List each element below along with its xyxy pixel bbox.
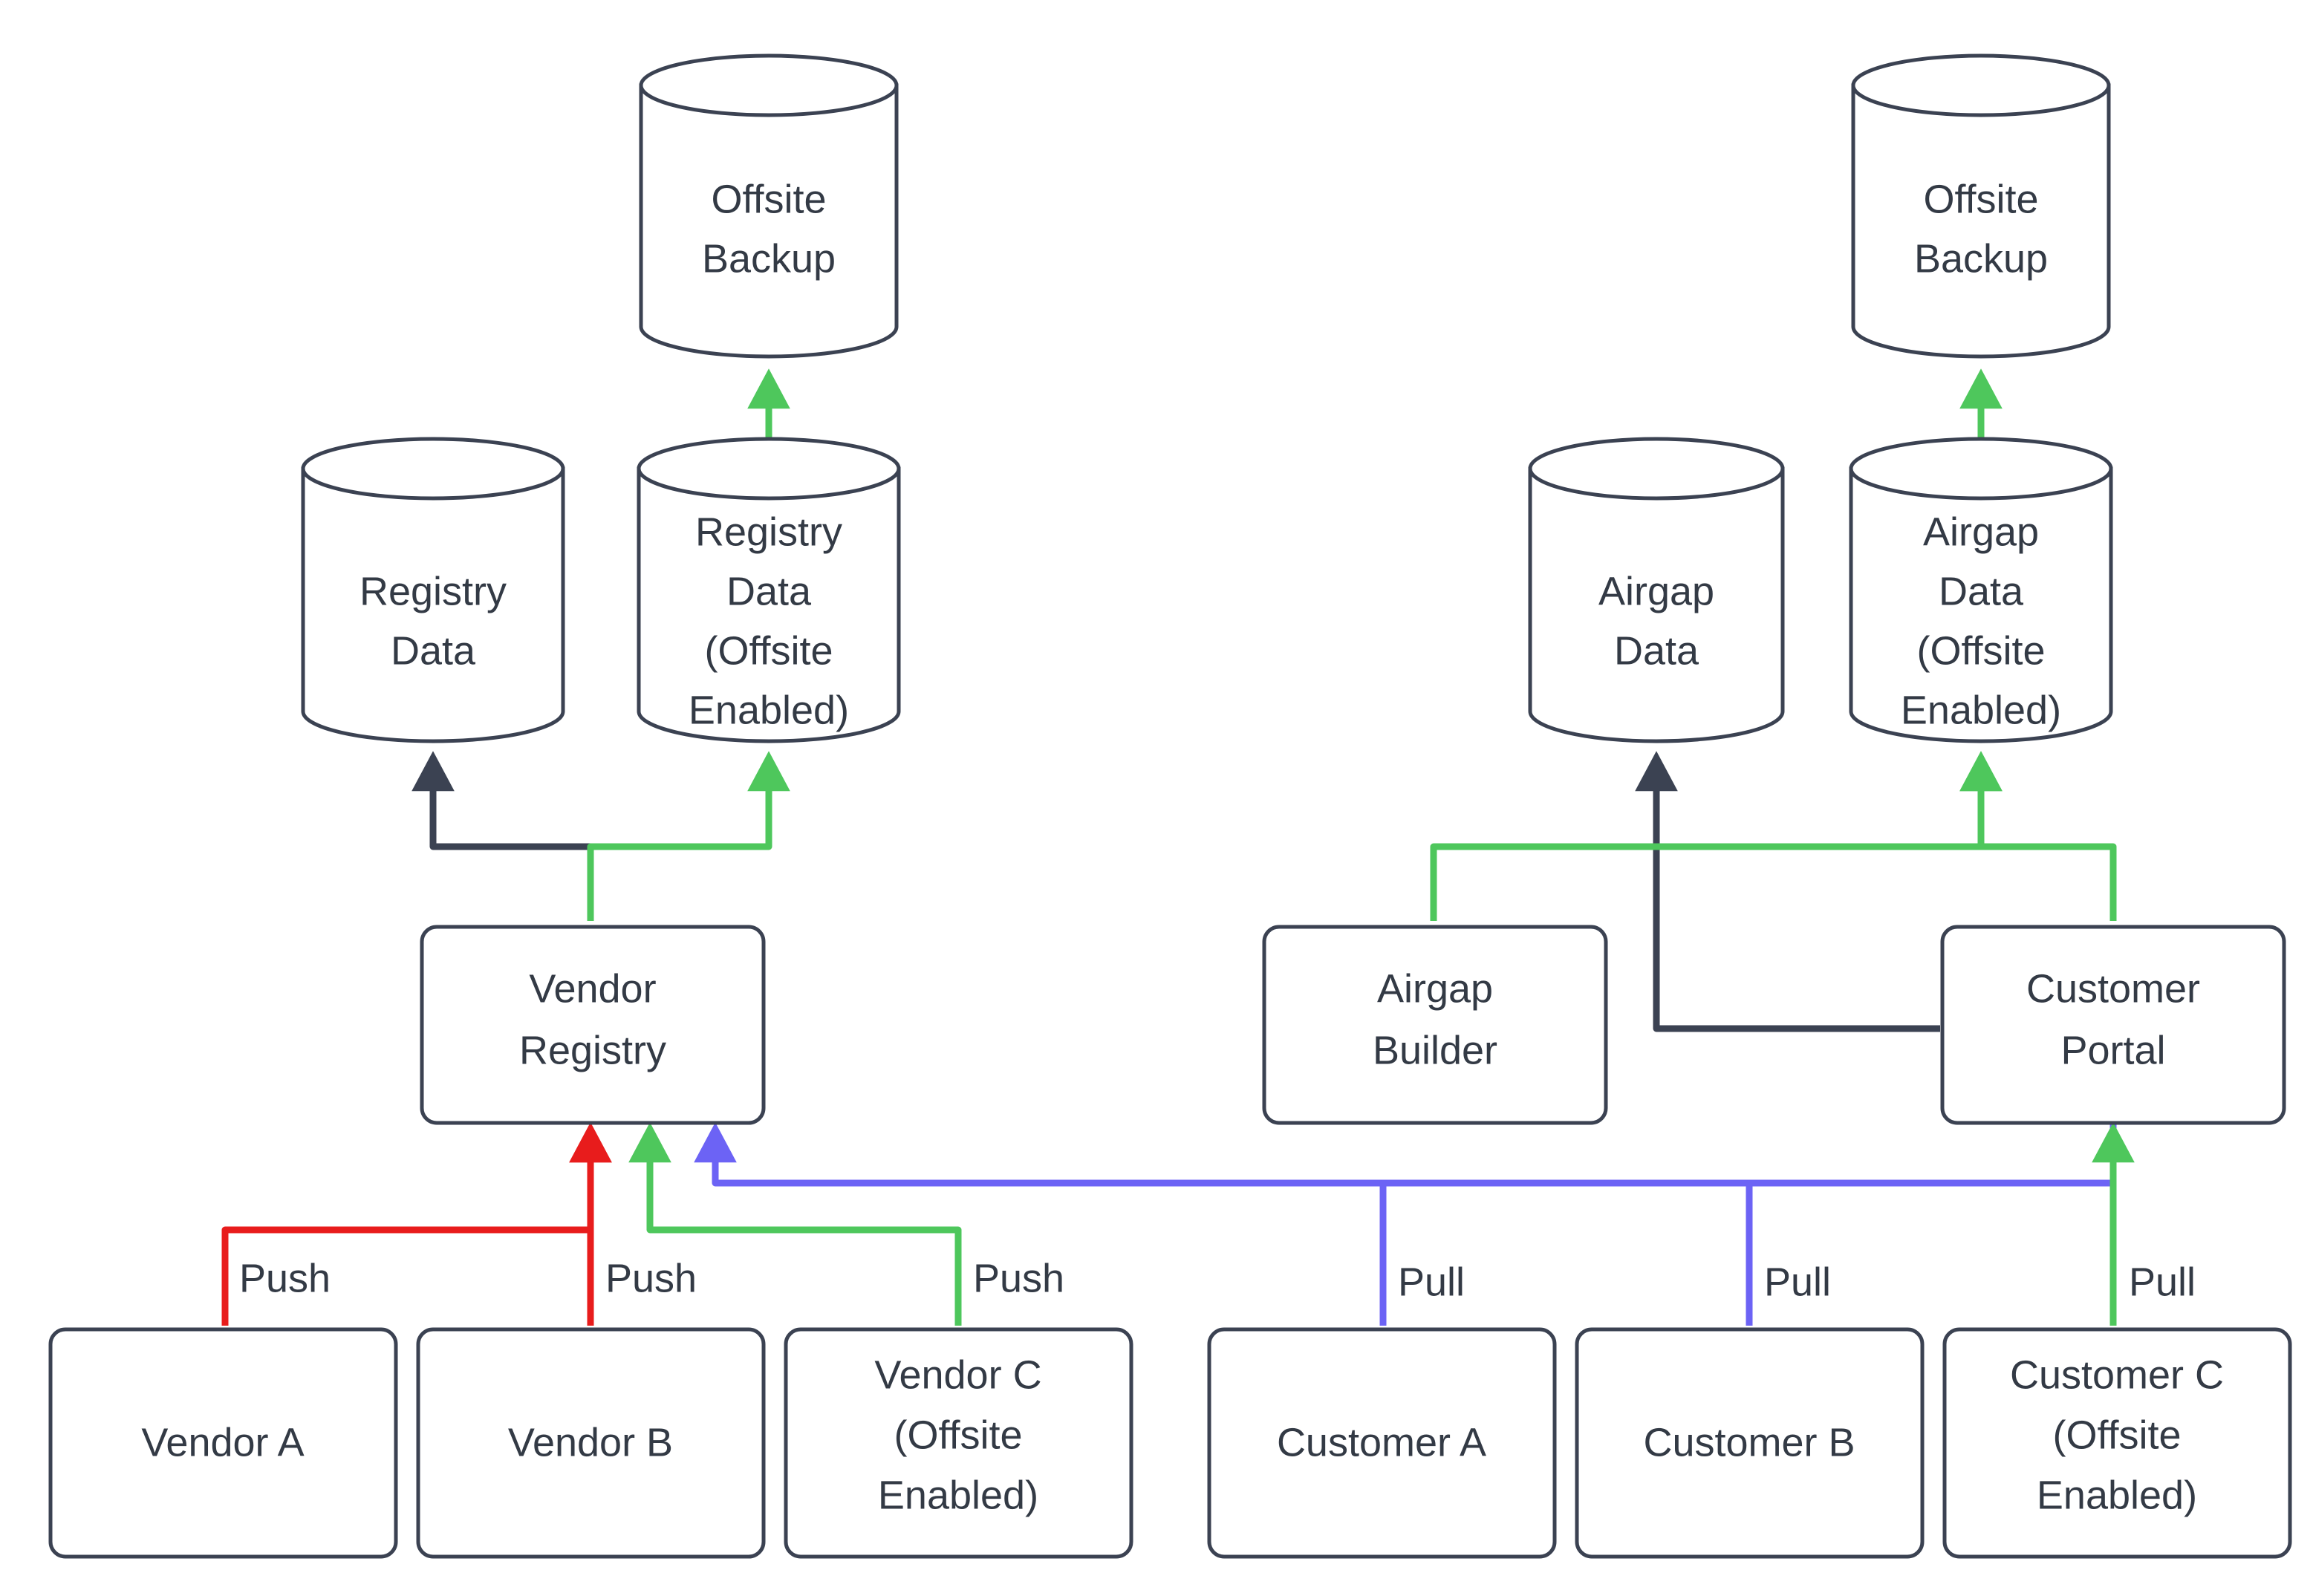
- node-label-line1: Airgap: [1598, 569, 1714, 613]
- node-registry-data-offsite[interactable]: Registry Data (Offsite Enabled): [637, 437, 901, 743]
- node-label-line1: Airgap: [1923, 509, 2039, 554]
- node-label-line1: Airgap: [1377, 966, 1493, 1011]
- node-label-line4: Enabled): [1901, 688, 2061, 732]
- node-customer-c[interactable]: Customer C (Offsite Enabled): [1942, 1327, 2292, 1559]
- node-label-line1: Customer: [2026, 966, 2200, 1011]
- node-offsite-backup-right[interactable]: Offsite Backup: [1851, 53, 2111, 359]
- edge-label-vendor-a-push: Push: [239, 1256, 331, 1300]
- node-vendor-a[interactable]: Vendor A: [48, 1327, 398, 1559]
- node-label-line3: (Offsite: [1916, 628, 2045, 673]
- node-offsite-backup-left[interactable]: Offsite Backup: [639, 53, 899, 359]
- edge-label-vendor-c-push: Push: [973, 1256, 1064, 1300]
- node-box: [1942, 1327, 2292, 1559]
- edge-label-customer-a-pull: Pull: [1398, 1260, 1465, 1304]
- cylinder-top: [1849, 437, 2113, 501]
- node-label-line2: Data: [1614, 628, 1699, 673]
- edge-vendor-c-to-vendor-registry: [628, 1122, 962, 1326]
- edge-customer-portal-to-airgap-data-offsite: [1959, 751, 2117, 921]
- node-box: [416, 1327, 766, 1559]
- node-customer-b[interactable]: Customer B: [1575, 1327, 1925, 1559]
- node-label-line2: Portal: [2060, 1028, 2165, 1072]
- node-vendor-c[interactable]: Vendor C (Offsite Enabled): [784, 1327, 1133, 1559]
- edge-customer-portal-to-airgap-data: [1635, 751, 1940, 1032]
- cylinder-top: [301, 437, 565, 501]
- node-label-line1: Vendor C: [874, 1352, 1041, 1397]
- cylinder-top: [1851, 53, 2111, 117]
- node-label-line3: (Offsite: [704, 628, 833, 673]
- edge-vendor-registry-to-registry-data-offsite: [587, 751, 790, 921]
- node-label-line2: Data: [726, 569, 812, 613]
- node-label-line2: Data: [391, 628, 476, 673]
- node-label-line1: Customer A: [1277, 1420, 1486, 1465]
- cylinder-top: [639, 53, 899, 117]
- node-registry-data[interactable]: Registry Data: [301, 437, 565, 743]
- cylinder-body: [1851, 83, 2111, 359]
- node-label-line2: (Offsite: [2052, 1413, 2181, 1457]
- cylinder-body: [637, 466, 901, 743]
- edge-label-vendor-b-push: Push: [605, 1256, 697, 1300]
- node-label-line3: Enabled): [878, 1473, 1038, 1517]
- node-box: [1940, 925, 2286, 1125]
- node-label-line1: Customer C: [2010, 1352, 2224, 1397]
- node-label-line1: Vendor A: [141, 1420, 304, 1465]
- node-label-line1: Offsite: [711, 177, 826, 221]
- node-box: [420, 925, 766, 1125]
- node-label-line1: Vendor B: [508, 1420, 673, 1465]
- node-box: [48, 1327, 398, 1559]
- node-label-line2: Registry: [519, 1028, 666, 1072]
- edge-customer-b-to-customer-portal: [1746, 1179, 2113, 1326]
- cylinder-top: [637, 437, 901, 501]
- node-label-line1: Registry: [695, 509, 842, 554]
- node-vendor-b[interactable]: Vendor B: [416, 1327, 766, 1559]
- edge-vendor-registry-to-registry-data: [411, 751, 594, 921]
- node-label-line4: Enabled): [689, 688, 849, 732]
- node-label-line2: Backup: [1914, 236, 2048, 281]
- node-label-line1: Registry: [360, 569, 507, 613]
- cylinder-top: [1528, 437, 1785, 501]
- cylinder-body: [301, 466, 565, 743]
- node-label-line1: Vendor: [529, 966, 656, 1011]
- cylinder-body: [1849, 466, 2113, 743]
- node-label-line2: Data: [1939, 569, 2024, 613]
- node-airgap-builder[interactable]: Airgap Builder: [1262, 925, 1608, 1125]
- node-label-line2: (Offsite: [894, 1413, 1022, 1457]
- node-airgap-data-offsite[interactable]: Airgap Data (Offsite Enabled): [1849, 437, 2113, 743]
- edge-label-customer-b-pull: Pull: [1764, 1260, 1831, 1304]
- node-label-line1: Offsite: [1923, 177, 2038, 221]
- edge-airgap-builder-to-airgap-data-offsite: [1430, 751, 2003, 921]
- cylinder-body: [639, 83, 899, 359]
- node-customer-portal[interactable]: Customer Portal: [1940, 925, 2286, 1125]
- node-box: [1262, 925, 1608, 1125]
- edge-label-customer-c-pull: Pull: [2129, 1260, 2196, 1304]
- node-box: [1575, 1327, 1925, 1559]
- node-label-line2: Builder: [1373, 1028, 1497, 1072]
- node-box: [784, 1327, 1133, 1559]
- node-label-line2: Backup: [702, 236, 836, 281]
- node-airgap-data[interactable]: Airgap Data: [1528, 437, 1785, 743]
- node-label-line1: Customer B: [1643, 1420, 1855, 1465]
- node-box: [1207, 1327, 1557, 1559]
- node-customer-a[interactable]: Customer A: [1207, 1327, 1557, 1559]
- node-label-line3: Enabled): [2037, 1473, 2197, 1517]
- cylinder-body: [1528, 466, 1785, 743]
- node-vendor-registry[interactable]: Vendor Registry: [420, 925, 766, 1125]
